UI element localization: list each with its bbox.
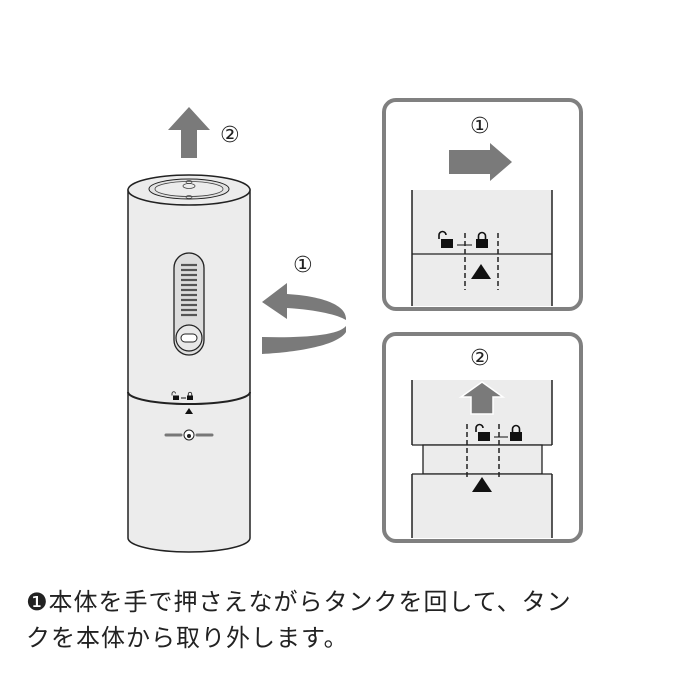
instruction-caption: ❶本体を手で押さえながらタンクを回して、タン クを本体から取り外します。 <box>26 584 686 656</box>
main-step2-label: ② <box>220 123 240 148</box>
panel1-label: ① <box>470 114 490 139</box>
right-arrow-icon <box>449 143 512 181</box>
up-arrow-icon <box>168 107 210 158</box>
main-step1-label: ① <box>293 253 313 278</box>
panel-step2: ② <box>382 332 583 543</box>
up-arrow-icon <box>458 381 506 415</box>
panel-step1: ① <box>382 98 583 311</box>
humidifier-body <box>127 174 251 553</box>
caption-line-2: クを本体から取り外します。 <box>26 624 349 652</box>
caption-line-1: ❶本体を手で押さえながらタンクを回して、タン <box>26 588 572 616</box>
rotate-arrow-icon <box>262 283 346 354</box>
panel2-label: ② <box>470 346 490 371</box>
